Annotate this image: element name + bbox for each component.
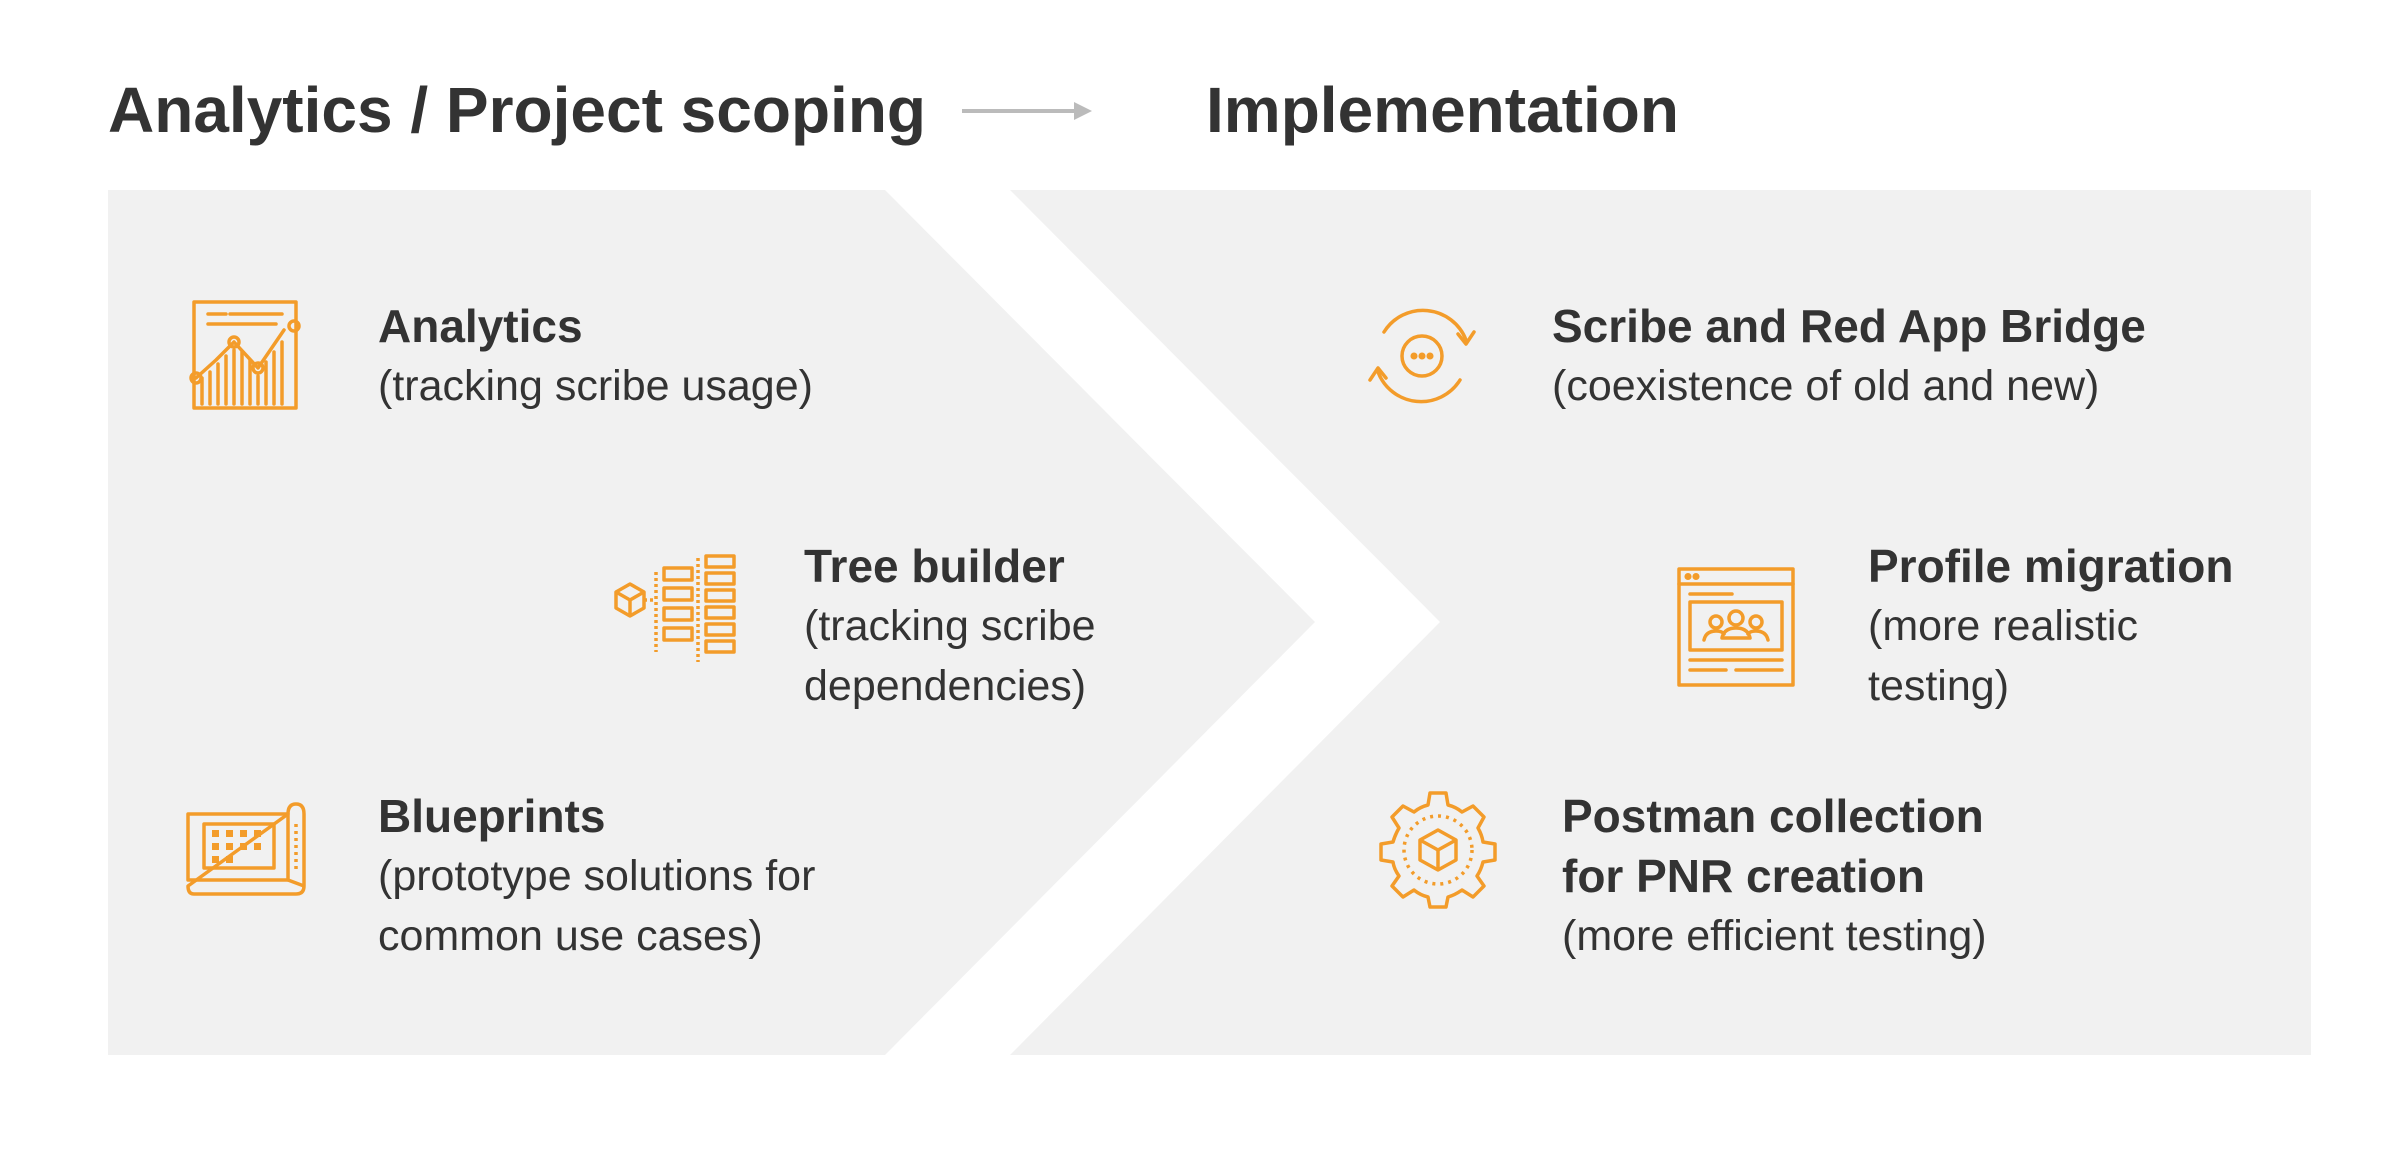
item-title: Blueprints [378,790,606,842]
item-blueprints: Blueprints (prototype solutions for comm… [378,786,815,966]
item-description: testing) [1868,662,2010,710]
sync-bridge-icon [1362,300,1482,412]
item-title: for PNR creation [1562,850,1925,902]
item-description: (prototype solutions for [378,852,816,900]
item-description: (coexistence of old and new) [1552,362,2100,410]
item-title: Analytics [378,300,583,352]
gear-package-icon [1378,790,1498,910]
item-title: Profile migration [1868,540,2234,592]
item-description: common use cases) [378,912,763,960]
item-scribe-red-app-bridge: Scribe and Red App Bridge (coexistence o… [1552,296,2146,416]
item-description: (more efficient testing) [1562,912,1987,960]
analytics-chart-icon [186,298,302,414]
item-title: Postman collection [1562,790,1984,842]
heading-implementation: Implementation [1206,74,1679,146]
item-profile-migration: Profile migration (more realistic testin… [1868,536,2233,716]
tree-builder-icon [612,552,740,664]
item-title: Tree builder [804,540,1065,592]
item-title: Scribe and Red App Bridge [1552,300,2146,352]
item-description: (tracking scribe [804,602,1096,650]
heading-analytics-project-scoping: Analytics / Project scoping [108,74,926,146]
arrow-right-icon [962,98,1092,129]
item-description: (more realistic [1868,602,2138,650]
profile-migration-icon [1676,566,1796,688]
right-chevron-panel [1010,190,2311,1055]
item-tree-builder: Tree builder (tracking scribe dependenci… [804,536,1096,716]
blueprint-icon [184,800,308,896]
item-description: dependencies) [804,662,1087,710]
item-description: (tracking scribe usage) [378,362,813,410]
item-postman-collection: Postman collection for PNR creation (mor… [1562,786,1987,966]
item-analytics: Analytics (tracking scribe usage) [378,296,813,416]
